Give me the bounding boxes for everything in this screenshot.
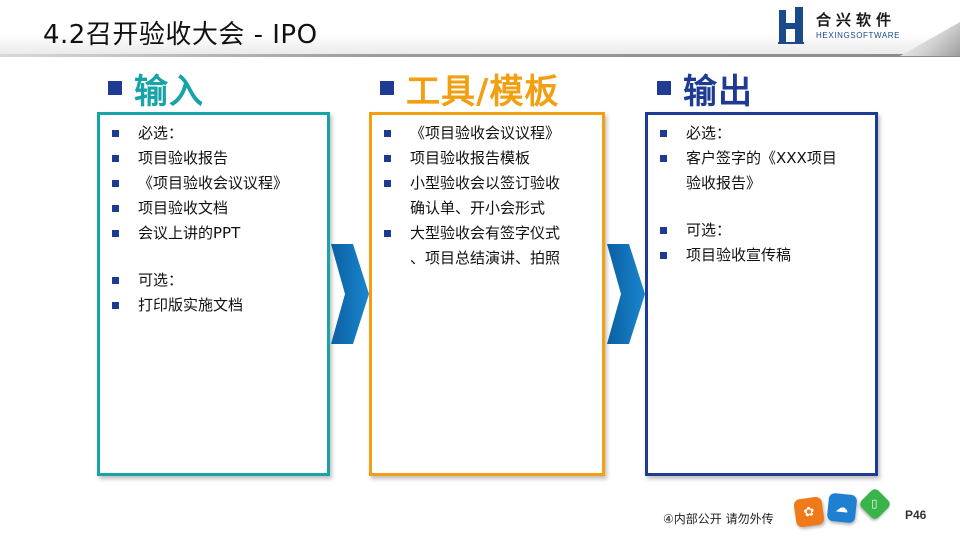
tool-heading-text: 工具/模板 — [406, 71, 560, 112]
logo-english-name: HEXINGSOFTWARE — [816, 31, 901, 40]
page-number: P46 — [905, 508, 927, 522]
bullet-icon — [112, 230, 119, 237]
bullet-icon — [112, 277, 119, 284]
list-item: 打印版实施文档 — [108, 293, 321, 318]
list-item: 项目验收报告 — [108, 146, 321, 171]
document-icon: ▯ — [858, 487, 892, 521]
list-item: 大型验收会有签字仪式 、项目总结演讲、拍照 — [380, 221, 596, 271]
list-item: 可选： — [656, 218, 869, 243]
input-heading-text: 输入 — [134, 71, 204, 112]
list-item: 《项目验收会议议程》 — [108, 171, 321, 196]
bullet-icon — [384, 130, 391, 137]
bullet-icon — [112, 155, 119, 162]
input-list: 必选： 项目验收报告 《项目验收会议议程》 项目验收文档 会议上讲的PPT 可选… — [108, 121, 321, 318]
list-item: 小型验收会以签订验收 确认单、开小会形式 — [380, 171, 596, 221]
logo-chinese-name: 合兴软件 — [816, 11, 897, 29]
confidentiality-notice: ④内部公开 请勿外传 — [663, 512, 774, 526]
output-heading: 输出 — [657, 66, 753, 112]
list-item: 《项目验收会议议程》 — [380, 121, 596, 146]
logo-h-icon — [778, 7, 804, 44]
input-heading: 输入 — [108, 66, 204, 112]
list-item: 项目验收文档 — [108, 196, 321, 221]
bullet-icon — [112, 180, 119, 187]
list-item: 必选： — [108, 121, 321, 146]
bullet-icon — [660, 227, 667, 234]
bullet-icon — [112, 205, 119, 212]
cloud-icon: ☁ — [826, 492, 858, 524]
input-box: 必选： 项目验收报告 《项目验收会议议程》 项目验收文档 会议上讲的PPT 可选… — [97, 112, 330, 476]
bullet-icon — [660, 252, 667, 259]
tool-list: 《项目验收会议议程》 项目验收报告模板 小型验收会以签订验收 确认单、开小会形式… — [380, 121, 596, 271]
bullet-icon — [660, 155, 667, 162]
footer-decoration: ✿ ☁ ▯ — [793, 487, 895, 530]
list-spacer — [656, 196, 869, 218]
bullet-icon — [384, 180, 391, 187]
output-heading-text: 输出 — [683, 71, 753, 112]
flow-arrow-icon — [607, 244, 645, 344]
list-spacer — [108, 246, 321, 268]
heading-bullet-icon — [380, 81, 394, 95]
list-item: 项目验收宣传稿 — [656, 243, 869, 268]
list-item: 必选： — [656, 121, 869, 146]
heading-bullet-icon — [657, 81, 671, 95]
list-item: 客户签字的《XXX项目 验收报告》 — [656, 146, 869, 196]
bullet-icon — [384, 230, 391, 237]
company-logo: 合兴软件 HEXINGSOFTWARE — [776, 6, 916, 48]
list-item: 可选： — [108, 268, 321, 293]
list-item: 项目验收报告模板 — [380, 146, 596, 171]
flow-arrow-icon — [331, 244, 369, 344]
heading-bullet-icon — [108, 81, 122, 95]
flower-icon: ✿ — [793, 496, 825, 528]
list-item: 会议上讲的PPT — [108, 221, 321, 246]
header-divider — [0, 54, 960, 57]
tool-heading: 工具/模板 — [380, 66, 560, 112]
tool-box: 《项目验收会议议程》 项目验收报告模板 小型验收会以签订验收 确认单、开小会形式… — [369, 112, 605, 476]
bullet-icon — [112, 302, 119, 309]
output-box: 必选： 客户签字的《XXX项目 验收报告》 可选： 项目验收宣传稿 — [645, 112, 878, 476]
bullet-icon — [660, 130, 667, 137]
page-title: 4.2召开验收大会 - IPO — [43, 20, 318, 50]
bullet-icon — [384, 155, 391, 162]
output-list: 必选： 客户签字的《XXX项目 验收报告》 可选： 项目验收宣传稿 — [656, 121, 869, 268]
bullet-icon — [112, 130, 119, 137]
